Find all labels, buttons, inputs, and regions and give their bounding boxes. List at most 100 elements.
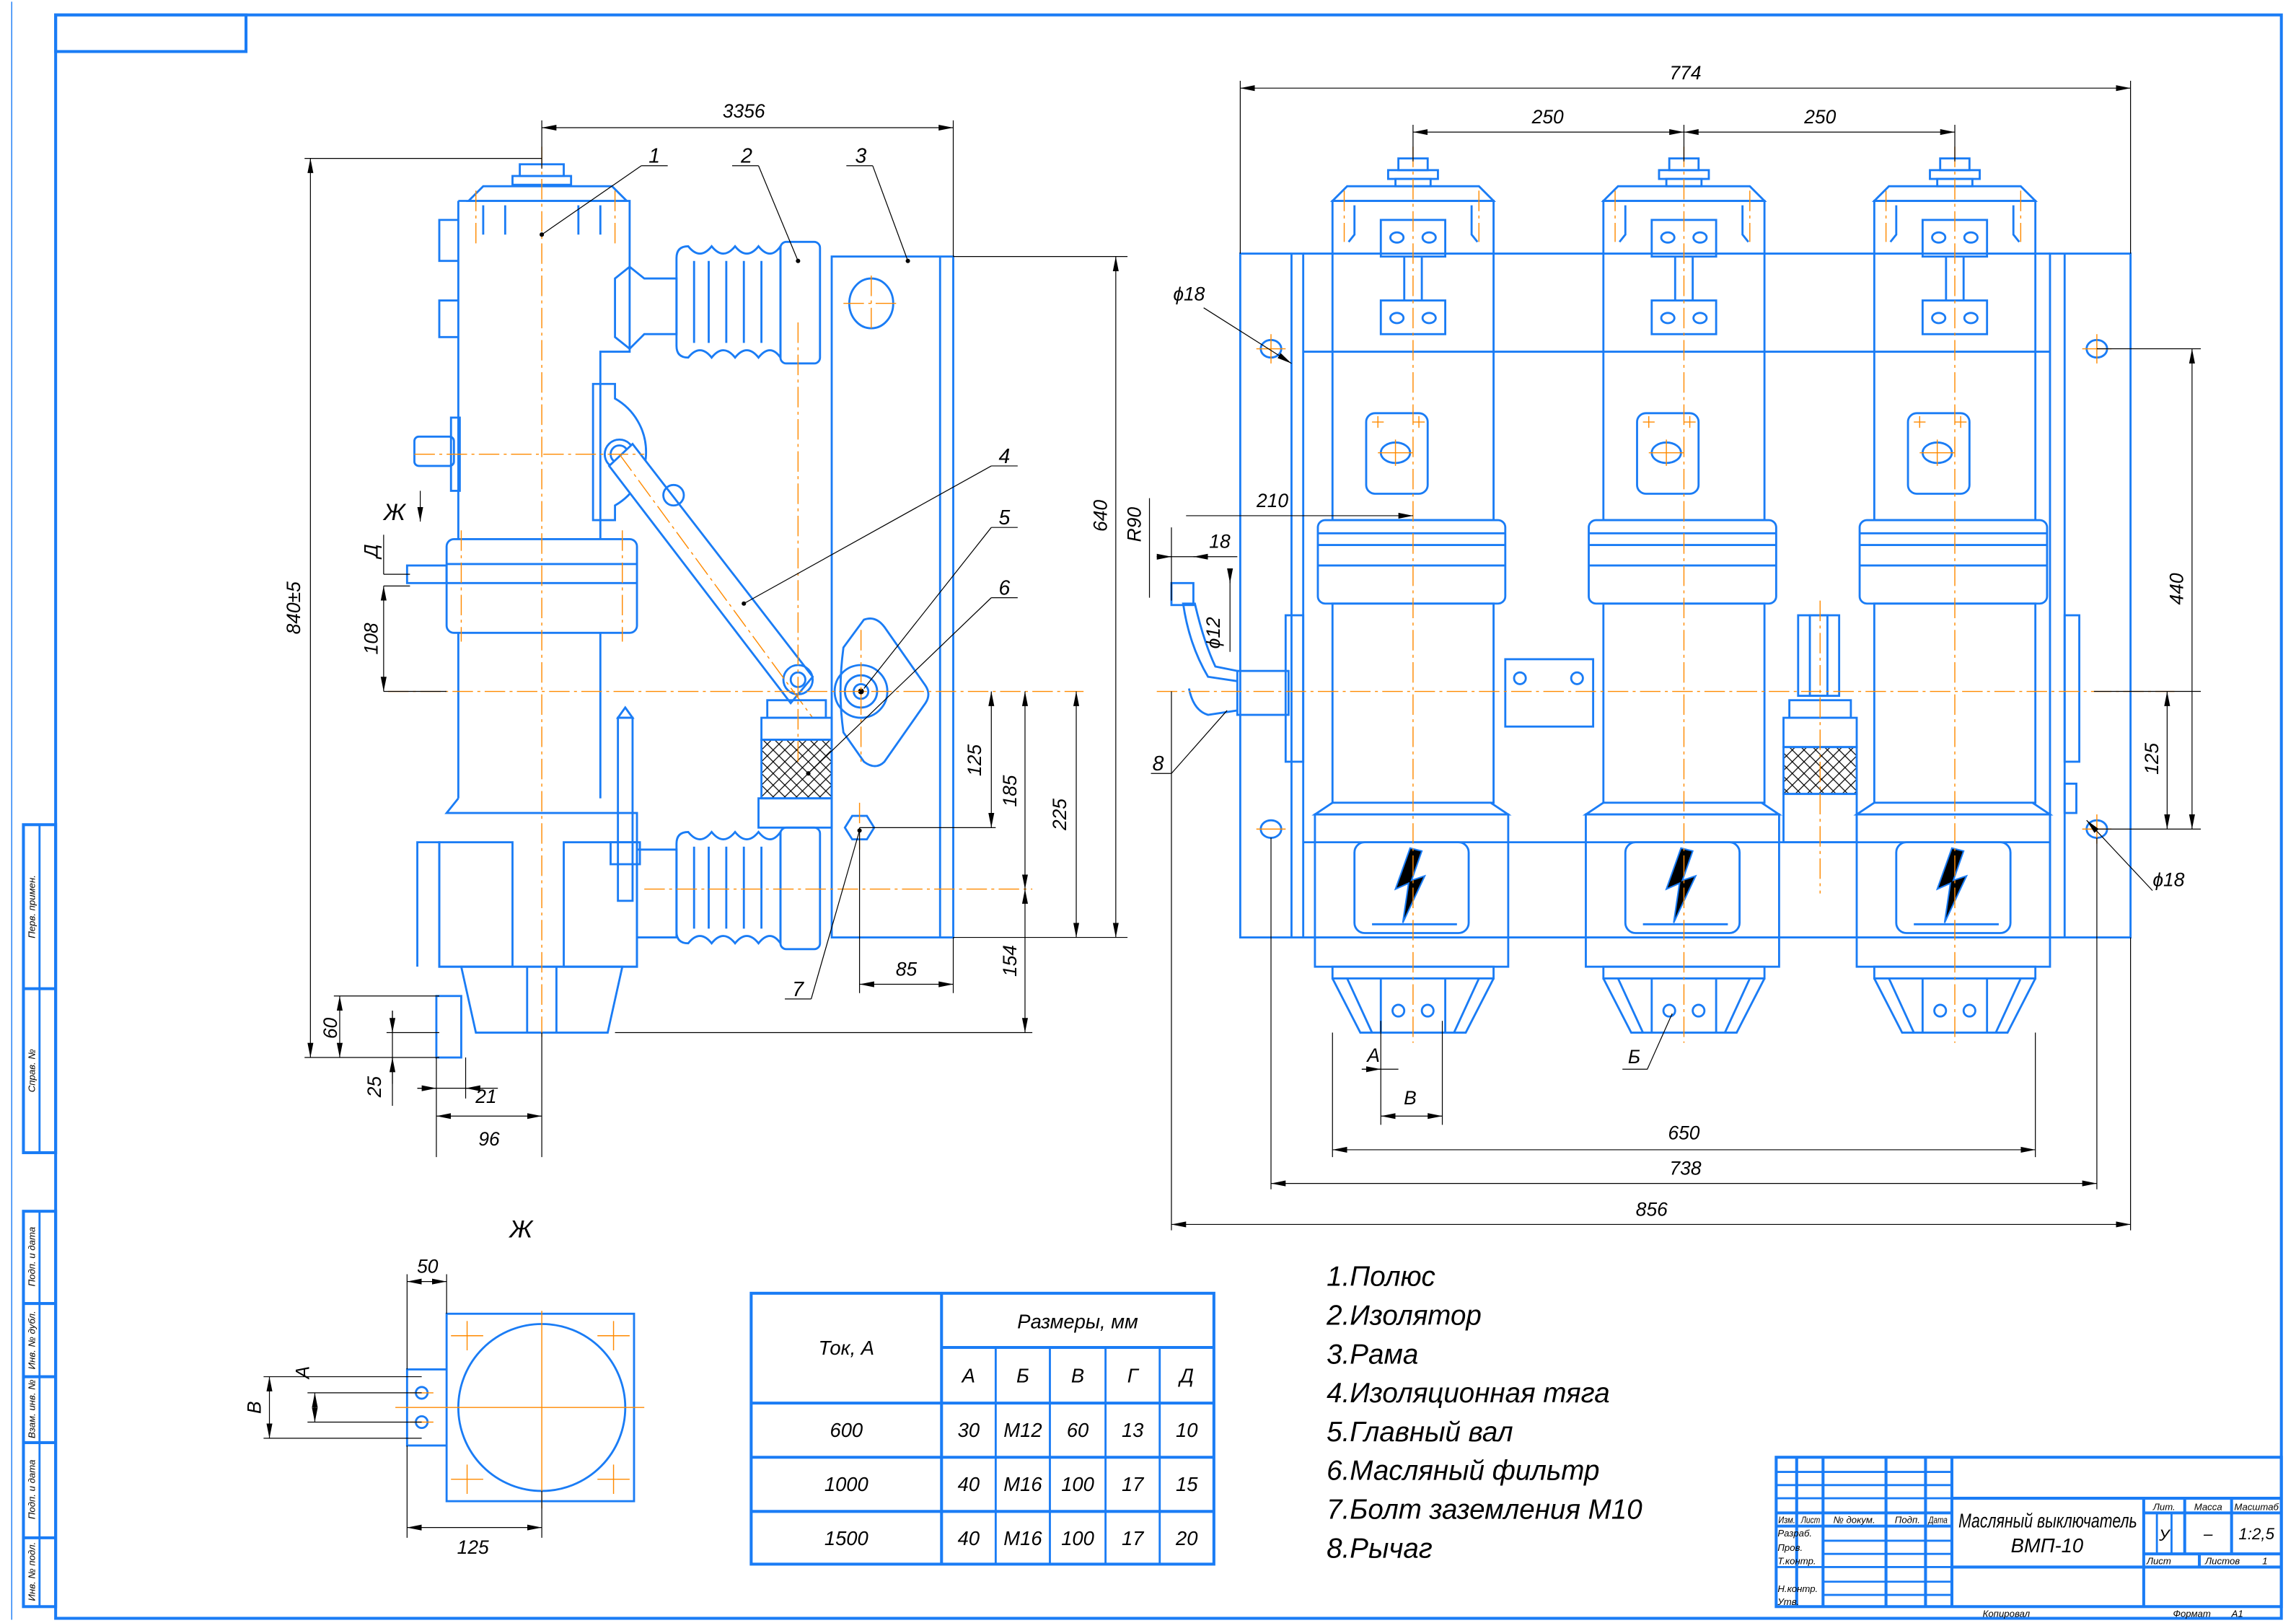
side-dimensions: 3356 840±5 108 Д Ж 640 125 185 154 225 8… (283, 100, 1128, 1158)
stamp-vzam-inv: Взам. инв. № (27, 1379, 38, 1438)
stamp-inv-podl: Инв. № подл. (27, 1542, 38, 1601)
view-zh: Ж 50 А В 125 (243, 1216, 645, 1558)
callout-2: 2 (740, 145, 752, 168)
oil-filter-front (1782, 600, 1858, 894)
stamp-inv-dubl: Инв. № дубл. (27, 1311, 38, 1369)
table-cell-current: 1500 (824, 1527, 868, 1549)
table-col-header: Б (1016, 1365, 1029, 1387)
legend-item: 2.Изолятор (1326, 1301, 1482, 1332)
front-dimensions: 774 250 250 210 R90 18 ϕ12 ϕ18 ϕ18 440 1… (1123, 62, 2202, 1231)
dim-125-front: 125 (2141, 743, 2163, 775)
dim-738: 738 (1669, 1157, 1701, 1179)
tb-row-tkontr: Т.контр. (1777, 1555, 1816, 1566)
callouts: 1 2 3 4 5 6 7 (540, 145, 1018, 1001)
tb-col-list: Лист (1800, 1515, 1820, 1526)
table-cell: 10 (1176, 1419, 1197, 1441)
side-centerlines (387, 146, 1084, 1037)
tb-col-podp: Подп. (1895, 1515, 1920, 1526)
stamp-podp-data-1: Подп. и дата (27, 1227, 38, 1287)
dim-18: 18 (1209, 531, 1231, 553)
dim-250-a: 250 (1531, 106, 1564, 128)
tb-sheets-label: Листов (2204, 1555, 2240, 1566)
side-stamps: Перв. примен. Справ. № Подп. и дата Инв.… (22, 823, 58, 1609)
tb-mass-value: – (2203, 1525, 2213, 1543)
tb-col-izm: Изм. (1778, 1515, 1795, 1526)
view-arrow-label-zh: Ж (382, 499, 407, 525)
dim-phi18-right: ϕ18 (2152, 869, 2184, 891)
dim-85: 85 (896, 958, 918, 980)
dim-250-b: 250 (1803, 106, 1836, 128)
pole-side (405, 163, 641, 1059)
legend-item: 3.Рама (1327, 1339, 1418, 1370)
tb-copied: Копировал (1983, 1608, 2031, 1619)
table-cell: 100 (1061, 1473, 1094, 1495)
view-zh-label-v: В (243, 1401, 265, 1414)
tb-scale-value: 1:2,5 (2238, 1525, 2274, 1543)
callout-6: 6 (998, 577, 1010, 600)
table-cell-current: 1000 (824, 1473, 868, 1495)
dim-440: 440 (2166, 573, 2188, 604)
tb-mass-label: Масса (2194, 1501, 2222, 1512)
stamp-podp-data-2: Подп. и дата (27, 1460, 38, 1520)
table-cell: 60 (1067, 1419, 1088, 1441)
tb-col-doc: № докум. (1834, 1515, 1875, 1526)
label-v: В (1404, 1087, 1417, 1109)
table-cell: 100 (1061, 1527, 1094, 1549)
dim-210: 210 (1256, 490, 1288, 511)
dim-60: 60 (320, 1017, 341, 1039)
legend-item: 5.Главный вал (1327, 1417, 1513, 1448)
tb-sheets-value: 1 (2262, 1555, 2267, 1566)
dim-650: 650 (1668, 1122, 1699, 1144)
tb-lit-value: У (2158, 1526, 2171, 1544)
tb-format-label: Формат (2173, 1608, 2210, 1619)
dim-840: 840±5 (283, 581, 304, 634)
table-cell: 13 (1122, 1419, 1143, 1441)
legend-item: 8.Рычаг (1327, 1533, 1433, 1564)
label-b: Б (1628, 1046, 1640, 1068)
dim-125: 125 (964, 744, 985, 776)
table-cell-current: 600 (830, 1419, 863, 1441)
stamp-perv-primen: Перв. примен. (27, 875, 38, 938)
table-cell: М16 (1003, 1527, 1042, 1549)
tb-format-value: А1 (2231, 1608, 2243, 1619)
label-d: Д (361, 544, 382, 560)
view-zh-dim-125: 125 (457, 1536, 489, 1558)
front-view: 774 250 250 210 R90 18 ϕ12 ϕ18 ϕ18 440 1… (1123, 62, 2202, 1231)
oil-filter (757, 699, 833, 829)
side-view: 3356 840±5 108 Д Ж 640 125 185 154 225 8… (283, 100, 1128, 1158)
frame-front (1239, 252, 2132, 938)
table-cell: 20 (1175, 1527, 1197, 1549)
main-shaft (833, 617, 930, 767)
callout-4: 4 (998, 445, 1010, 468)
insulator-upper (614, 240, 822, 365)
stamp-sprav-no: Справ. № (27, 1049, 38, 1092)
top-left-stamp-box (54, 13, 248, 53)
connector-pole-1-2 (1504, 658, 1595, 728)
dim-856: 856 (1636, 1198, 1668, 1220)
table-cell: 17 (1122, 1527, 1145, 1549)
table-col-header: В (1071, 1365, 1084, 1387)
table-col-header: Г (1127, 1365, 1140, 1387)
callout-5: 5 (998, 506, 1010, 529)
tb-row-razrab: Разраб. (1777, 1528, 1812, 1539)
tb-title-line1: Масляный выключатель (1958, 1510, 2137, 1532)
pole-3 (1855, 145, 2051, 1044)
callout-8: 8 (1153, 752, 1164, 775)
dim-108: 108 (361, 623, 382, 654)
legend-item: 1.Полюс (1327, 1262, 1435, 1293)
table-cell: 40 (958, 1527, 980, 1549)
tb-scale-label: Масштаб (2234, 1501, 2279, 1512)
dim-phi12: ϕ12 (1202, 617, 1224, 648)
dim-r90: R90 (1123, 507, 1145, 542)
callout-7: 7 (792, 978, 804, 1001)
dim-225: 225 (1049, 799, 1070, 831)
tb-col-date: Дата (1927, 1515, 1948, 1526)
tb-sheet-label: Лист (2146, 1555, 2171, 1566)
table-header-dims: Размеры, мм (1017, 1311, 1138, 1333)
dim-774: 774 (1669, 62, 1701, 84)
dim-185: 185 (999, 775, 1021, 806)
table-header-current: Ток, А (819, 1337, 874, 1359)
